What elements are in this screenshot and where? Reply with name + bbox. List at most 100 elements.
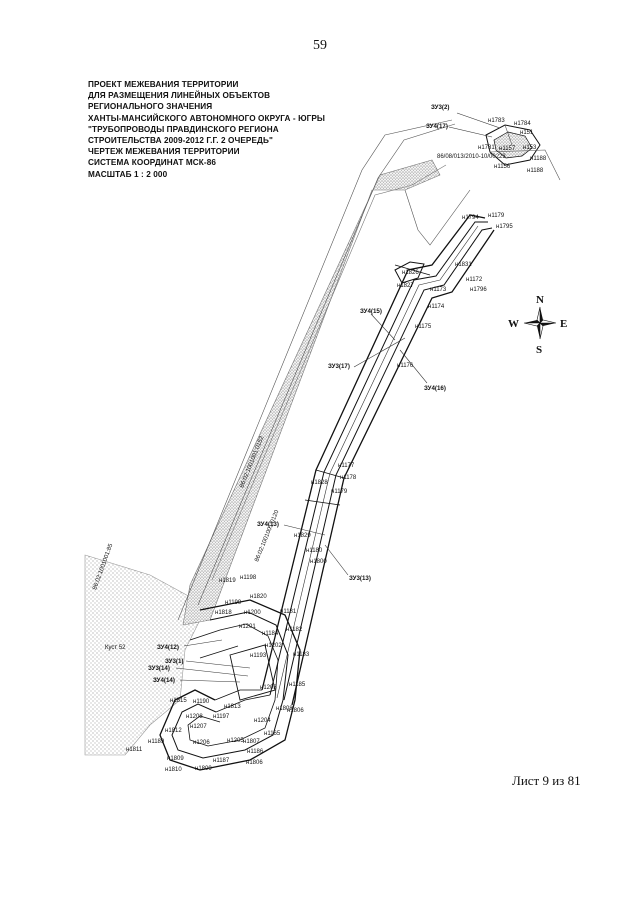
point-label: н1794 <box>462 215 479 221</box>
pipeline-loop-inner <box>171 611 289 759</box>
point-label: н1180 <box>306 548 323 554</box>
bush-label: Куст 52 <box>105 645 126 651</box>
point-label: н1187 <box>213 758 230 764</box>
point-label: н1808 <box>276 706 293 712</box>
point-label: н153 <box>523 145 537 151</box>
pipeline-centerline <box>276 225 479 699</box>
title-line: СИСТЕМА КООРДИНАТ МСК-86 <box>88 158 217 168</box>
point-label: н1206 <box>193 740 210 746</box>
title-line: МАСШТАБ 1 : 2 000 <box>88 169 168 179</box>
point-label: н1807 <box>243 739 260 745</box>
zone-label: ЗУ3(2) <box>431 104 450 111</box>
point-label: н1173 <box>430 287 447 293</box>
point-label: н1202 <box>265 643 282 649</box>
zone-label: ЗУ3(17) <box>328 363 350 370</box>
point-label: н1820 <box>250 594 267 600</box>
point-label: н1827 <box>397 283 414 289</box>
point-label: н151 <box>520 130 534 136</box>
pipeline-inner-left <box>269 221 488 696</box>
point-label: н1201 <box>239 624 256 630</box>
zone-label: ЗУ3(1) <box>165 658 184 665</box>
point-label: н1806 <box>246 760 263 766</box>
point-label: н1179 <box>488 213 505 219</box>
point-label: н1178 <box>340 475 357 481</box>
point-label: н1795 <box>496 224 513 230</box>
title-line: ДЛЯ РАЗМЕЩЕНИЯ ЛИНЕЙНЫХ ОБЪЕКТОВ <box>88 91 271 101</box>
title-line: СТРОИТЕЛЬСТВА 2009-2012 Г.Г. 2 ОЧЕРЕДЬ" <box>88 136 273 146</box>
zone-label: ЗУ4(13) <box>257 521 279 528</box>
compass-e: E <box>560 318 567 330</box>
point-label: н1186 <box>247 749 264 755</box>
point-label: н1172 <box>466 277 483 283</box>
point-label: н1185 <box>289 682 306 688</box>
point-label: н1806 <box>287 708 304 714</box>
zone-label: ЗУ4(12) <box>157 644 179 651</box>
point-label: н1207 <box>190 724 207 730</box>
point-label: н1810 <box>165 767 182 773</box>
point-label: н1181 <box>280 609 297 615</box>
pipeline-outer-right <box>291 229 495 706</box>
point-label: н1829 <box>294 533 311 539</box>
point-label: н1183 <box>293 652 310 658</box>
point-label: н1781 <box>478 145 495 151</box>
point-label: н1818 <box>215 610 232 616</box>
point-labels: н1783 н1784 н151 н1781 н153 н1157 н1188 … <box>126 118 547 773</box>
point-label: н1812 <box>165 728 182 734</box>
zone-label: ЗУ4(15) <box>360 308 382 315</box>
sheet-label: Лист 9 из 81 <box>512 773 581 788</box>
compass-s: S <box>536 344 542 356</box>
title-line: ПРОЕКТ МЕЖЕВАНИЯ ТЕРРИТОРИИ <box>88 80 239 89</box>
point-label: н1184 <box>262 631 279 637</box>
compass-w: W <box>508 318 519 330</box>
bush-52-pad <box>84 554 201 756</box>
pipeline-connector <box>189 629 271 713</box>
road-corridor <box>182 159 441 626</box>
point-label: н1188 <box>530 156 547 162</box>
point-label: н1826 <box>402 270 419 276</box>
point-label: н1193 <box>250 653 267 659</box>
point-label: н1796 <box>470 287 487 293</box>
pipeline-outer-left <box>261 214 486 691</box>
cadastral-line <box>404 189 471 246</box>
point-label: н1197 <box>213 714 230 720</box>
cadastral-line <box>177 119 453 621</box>
point-label: н1800 <box>310 559 327 565</box>
cadastral-label: 86:02:1001001:0120 <box>254 509 280 563</box>
drawing-title-block: ПРОЕКТ МЕЖЕВАНИЯ ТЕРРИТОРИИ ДЛЯ РАЗМЕЩЕН… <box>88 79 358 180</box>
pipeline-outline-parcel <box>394 261 425 284</box>
point-label: н1809 <box>167 756 184 762</box>
point-label: н1200 <box>244 610 261 616</box>
compass-rose: N S E W <box>508 294 567 356</box>
point-label: н1182 <box>286 627 303 633</box>
point-label: н1198 <box>240 575 257 581</box>
cadastral-label: 86/08/013/2010-10/00223 <box>437 154 506 160</box>
point-label: н1828 <box>311 480 328 486</box>
point-label: н1819 <box>219 578 236 584</box>
point-label: н1157 <box>499 146 516 152</box>
page-number: 59 <box>313 38 327 53</box>
point-label: н1156 <box>494 164 511 170</box>
point-label: н1188 <box>527 168 544 174</box>
road-corridor-edge <box>211 164 447 581</box>
point-label: н1811 <box>126 747 143 753</box>
zone-label: ЗУ4(16) <box>424 385 446 392</box>
point-label: н1831 <box>455 262 472 268</box>
point-label: н1208 <box>186 714 203 720</box>
parcel-cluster-ne <box>485 124 541 166</box>
parcel-cluster-ne-line <box>489 124 561 181</box>
point-label: н1813 <box>224 704 241 710</box>
pipeline-loop-outer <box>159 599 301 771</box>
point-label: н1175 <box>415 324 432 330</box>
point-label: н1176 <box>397 363 414 369</box>
point-label: н1177 <box>338 463 355 469</box>
cadastral-line <box>197 123 456 606</box>
point-label: н1165 <box>264 731 281 737</box>
zone-label: ЗУ4(14) <box>153 677 175 684</box>
pipeline-inner-right <box>283 227 493 701</box>
point-label: н1815 <box>170 698 187 704</box>
point-label: н1203 <box>260 685 277 691</box>
point-label: н1809 <box>195 766 212 772</box>
title-line: "ТРУБОПРОВОДЫ ПРАВДИНСКОГО РЕГИОНА <box>88 124 279 134</box>
title-line: РЕГИОНАЛЬНОГО ЗНАЧЕНИЯ <box>88 102 213 112</box>
pipeline-loop-mid <box>187 623 279 747</box>
